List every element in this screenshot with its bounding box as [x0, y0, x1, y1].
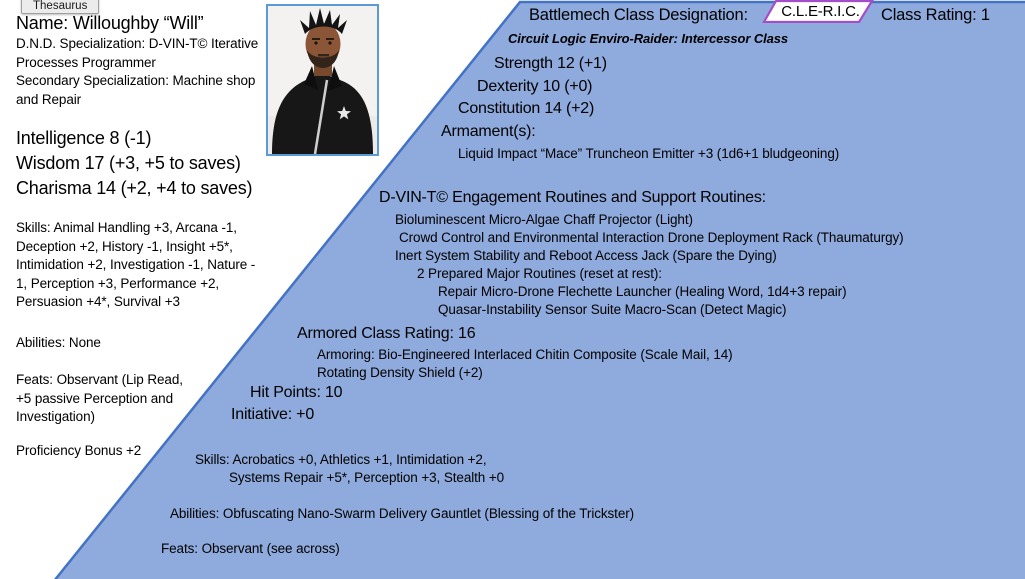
class-designation-label: Battlemech Class Designation:	[529, 6, 748, 24]
character-feats: Feats: Observant (Lip Read, +5 passive P…	[16, 372, 183, 424]
armor-item-2: Rotating Density Shield (+2)	[317, 365, 483, 380]
thesaurus-tooltip[interactable]: Thesaurus	[21, 0, 100, 14]
armament-item: Liquid Impact “Mace” Truncheon Emitter +…	[458, 146, 840, 161]
man-portrait-illustration	[268, 6, 377, 154]
armor-rating-header: Armored Class Rating: 16	[297, 325, 476, 342]
mech-abilities: Abilities: Obfuscating Nano-Swarm Delive…	[170, 506, 635, 521]
mech-skills-line-1: Skills: Acrobatics +0, Athletics +1, Int…	[195, 452, 487, 467]
constitution-stat: Constitution 14 (+2)	[458, 100, 595, 117]
class-rating: Class Rating: 1	[881, 6, 990, 24]
mech-skills-line-2: Systems Repair +5*, Perception +3, Steal…	[229, 470, 505, 485]
dexterity-stat: Dexterity 10 (+0)	[477, 78, 593, 95]
armor-item-1: Armoring: Bio-Engineered Interlaced Chit…	[317, 347, 733, 362]
designation-value: C.L.E-R.I.C.	[781, 3, 860, 20]
thesaurus-label: Thesaurus	[33, 0, 88, 12]
character-abilities: Abilities: None	[16, 335, 101, 350]
hit-points: Hit Points: 10	[250, 384, 343, 401]
cleric-designation-callout: C.L.E-R.I.C.	[762, 0, 874, 23]
proficiency-bonus: Proficiency Bonus +2	[16, 443, 142, 458]
mental-ability-scores: Intelligence 8 (-1) Wisdom 17 (+3, +5 to…	[16, 128, 253, 198]
initiative: Initiative: +0	[231, 406, 315, 423]
character-skills: Skills: Animal Handling +3, Arcana -1, D…	[16, 220, 256, 309]
mech-feats: Feats: Observant (see across)	[161, 541, 340, 556]
routine-item-6: Quasar-Instability Sensor Suite Macro-Sc…	[438, 302, 787, 317]
routine-item-1: Bioluminescent Micro-Algae Chaff Project…	[395, 212, 693, 227]
routines-header: D-VIN-T© Engagement Routines and Support…	[379, 189, 766, 206]
routine-item-2: Crowd Control and Environmental Interact…	[399, 230, 904, 245]
character-portrait-photo[interactable]	[266, 4, 379, 156]
parallelogram-callout-shape	[762, 0, 874, 23]
character-name: Name: Willoughby “Will”	[16, 13, 204, 33]
armaments-header: Armament(s):	[441, 123, 536, 140]
routine-item-4: 2 Prepared Major Routines (reset at rest…	[417, 266, 662, 281]
strength-stat: Strength 12 (+1)	[494, 55, 607, 72]
specialization-text: D.N.D. Specialization: D-VIN-T© Iterativ…	[16, 36, 259, 107]
routine-item-5: Repair Micro-Drone Flechette Launcher (H…	[438, 284, 847, 299]
routine-item-3: Inert System Stability and Reboot Access…	[395, 248, 777, 263]
class-subtitle: Circuit Logic Enviro-Raider: Intercessor…	[508, 31, 789, 46]
